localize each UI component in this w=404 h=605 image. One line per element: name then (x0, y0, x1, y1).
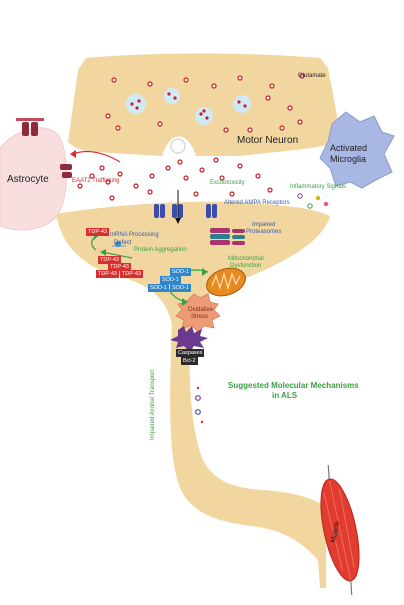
label-microglia: Microglia (330, 154, 367, 164)
title-line-2: in ALS (272, 391, 298, 400)
sod1-box-1: SOD-1 (170, 268, 191, 276)
proteasome-icon (210, 228, 245, 245)
tdp43-box-1: TDP-43 (86, 228, 109, 236)
release-vesicle (170, 138, 186, 154)
label-glutamate: Glutamate (298, 73, 326, 79)
label-mito-2: Dysfunction (230, 263, 262, 269)
label-motor-neuron: Motor Neuron (237, 135, 299, 146)
label-mrna-1: mRNA Processing (110, 232, 159, 238)
microglia-cell (319, 111, 395, 189)
glutamate-dots (77, 73, 305, 201)
eaat2-arrow-head (70, 150, 76, 158)
muscle-fiber-icon (320, 464, 360, 596)
label-excitotoxicity: Excitotoxicity (210, 180, 245, 186)
mrna-icon (115, 241, 121, 247)
sod1-box-4: SOD-1 (170, 284, 191, 292)
synaptic-vesicles (126, 88, 251, 125)
label-axonal-transport: Impaired Axonal Transport (150, 369, 156, 440)
axon-body (170, 322, 326, 588)
label-inflammatory: Inflammatory Signals (290, 184, 347, 190)
label-impaired: Impaired (252, 222, 276, 228)
sod1-box-2: SOD-1 (160, 276, 181, 284)
label-mito-1: Mitochondrial (228, 256, 264, 262)
label-proteasomes: Proteasomes (246, 229, 282, 235)
label-mrna-2: Defect (114, 240, 132, 246)
label-eaat2: EAAT2 Trafficking (72, 178, 120, 184)
label-oxidative-2: Stress (191, 314, 209, 320)
tdp43-box-4: TDP-43 (96, 270, 119, 278)
tdp43-box-2: TDP-43 (98, 256, 121, 264)
caspases-box: Caspases (176, 349, 205, 357)
presynaptic-terminal (68, 53, 342, 156)
inflammatory-signal-dots (297, 193, 329, 209)
mitochondrion-icon (206, 267, 246, 297)
tdp43-box-3: TDP-43 (108, 263, 131, 271)
ampa-receptor-icon (154, 204, 217, 218)
axonal-transport-motors (195, 386, 204, 424)
title-line-1: Suggested Molecular Mechanisms (228, 381, 359, 390)
eaat2-transporter-icon (16, 118, 72, 178)
soma (56, 201, 330, 326)
label-activated: Activated (330, 143, 368, 153)
aggregate-icon (170, 326, 208, 352)
arrow-eaat2 (71, 151, 121, 163)
label-ampa: Altered AMPA Receptors (224, 200, 290, 206)
oxidative-stress-burst-icon (175, 293, 221, 333)
arrow-aggregation (101, 251, 133, 259)
sod1-box-3: SOD-1 (148, 284, 169, 292)
label-aggregation: Protein Aggregation (134, 247, 187, 253)
label-oxidative-1: Oxidative (188, 307, 214, 313)
label-astrocyte: Astrocyte (7, 174, 49, 185)
release-arrow-head (175, 218, 181, 224)
bcl2-box: Bcl-2 (181, 357, 198, 365)
tdp43-box-5: TDP-43 (120, 270, 143, 278)
